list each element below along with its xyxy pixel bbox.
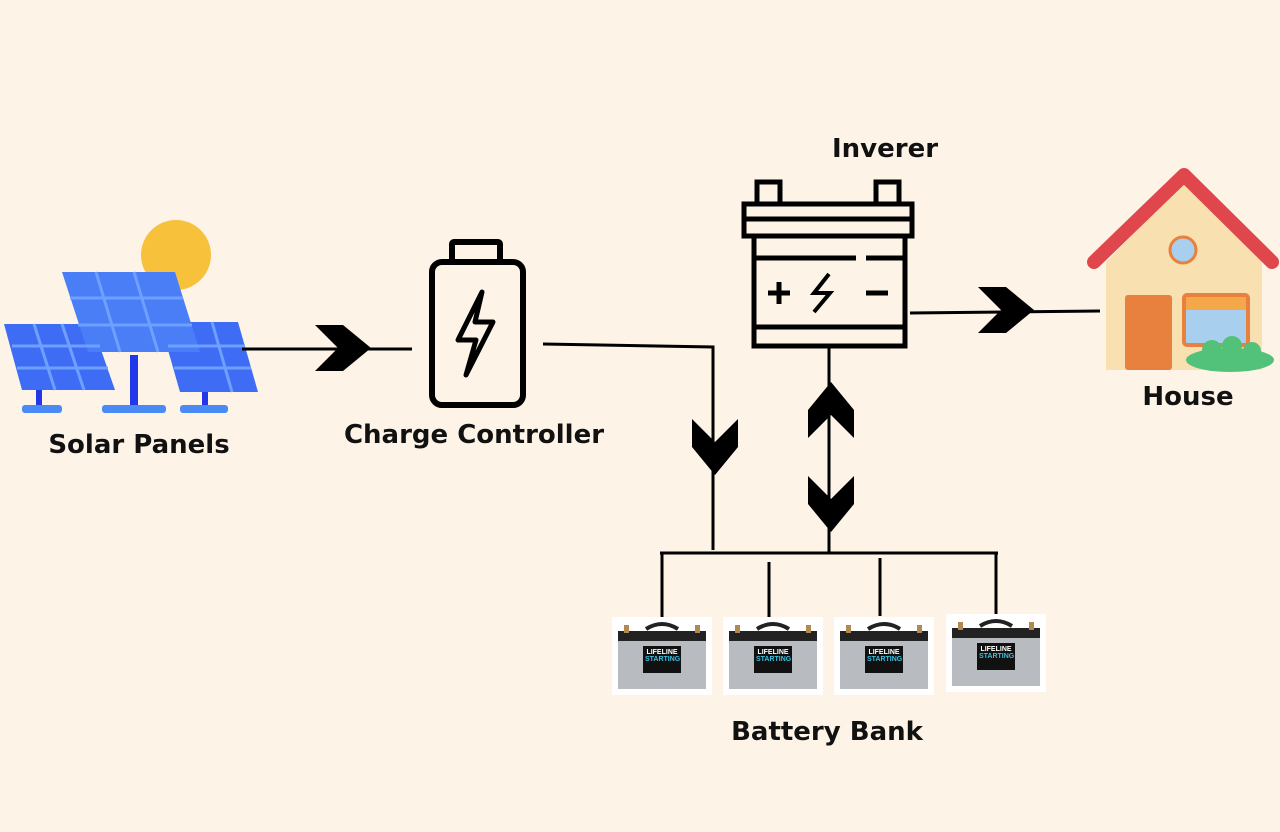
charge-controller-icon xyxy=(429,239,526,408)
battery-brand-label: LIFELINE STARTING xyxy=(645,649,681,663)
solar-panels-label: Solar Panels xyxy=(48,430,230,460)
house-label: House xyxy=(1142,382,1234,412)
battery-brand-label: LIFELINE STARTING xyxy=(756,649,792,663)
arrow-right-icon xyxy=(978,287,1034,333)
battery-brand-label: LIFELINE STARTING xyxy=(867,649,903,663)
wiring xyxy=(242,309,1101,618)
battery-brand-label: LIFELINE STARTING xyxy=(979,646,1015,660)
inverter-label: Inverer xyxy=(831,134,939,164)
arrow-up-icon xyxy=(808,382,854,438)
inverter-icon xyxy=(741,179,915,349)
battery-bank-label: Battery Bank xyxy=(731,717,923,747)
charge-controller-label: Charge Controller xyxy=(343,420,605,450)
house-icon xyxy=(1087,168,1279,372)
arrow-down-icon xyxy=(692,419,738,475)
solar-panels-icon xyxy=(4,220,258,413)
arrow-down-icon xyxy=(808,476,854,532)
